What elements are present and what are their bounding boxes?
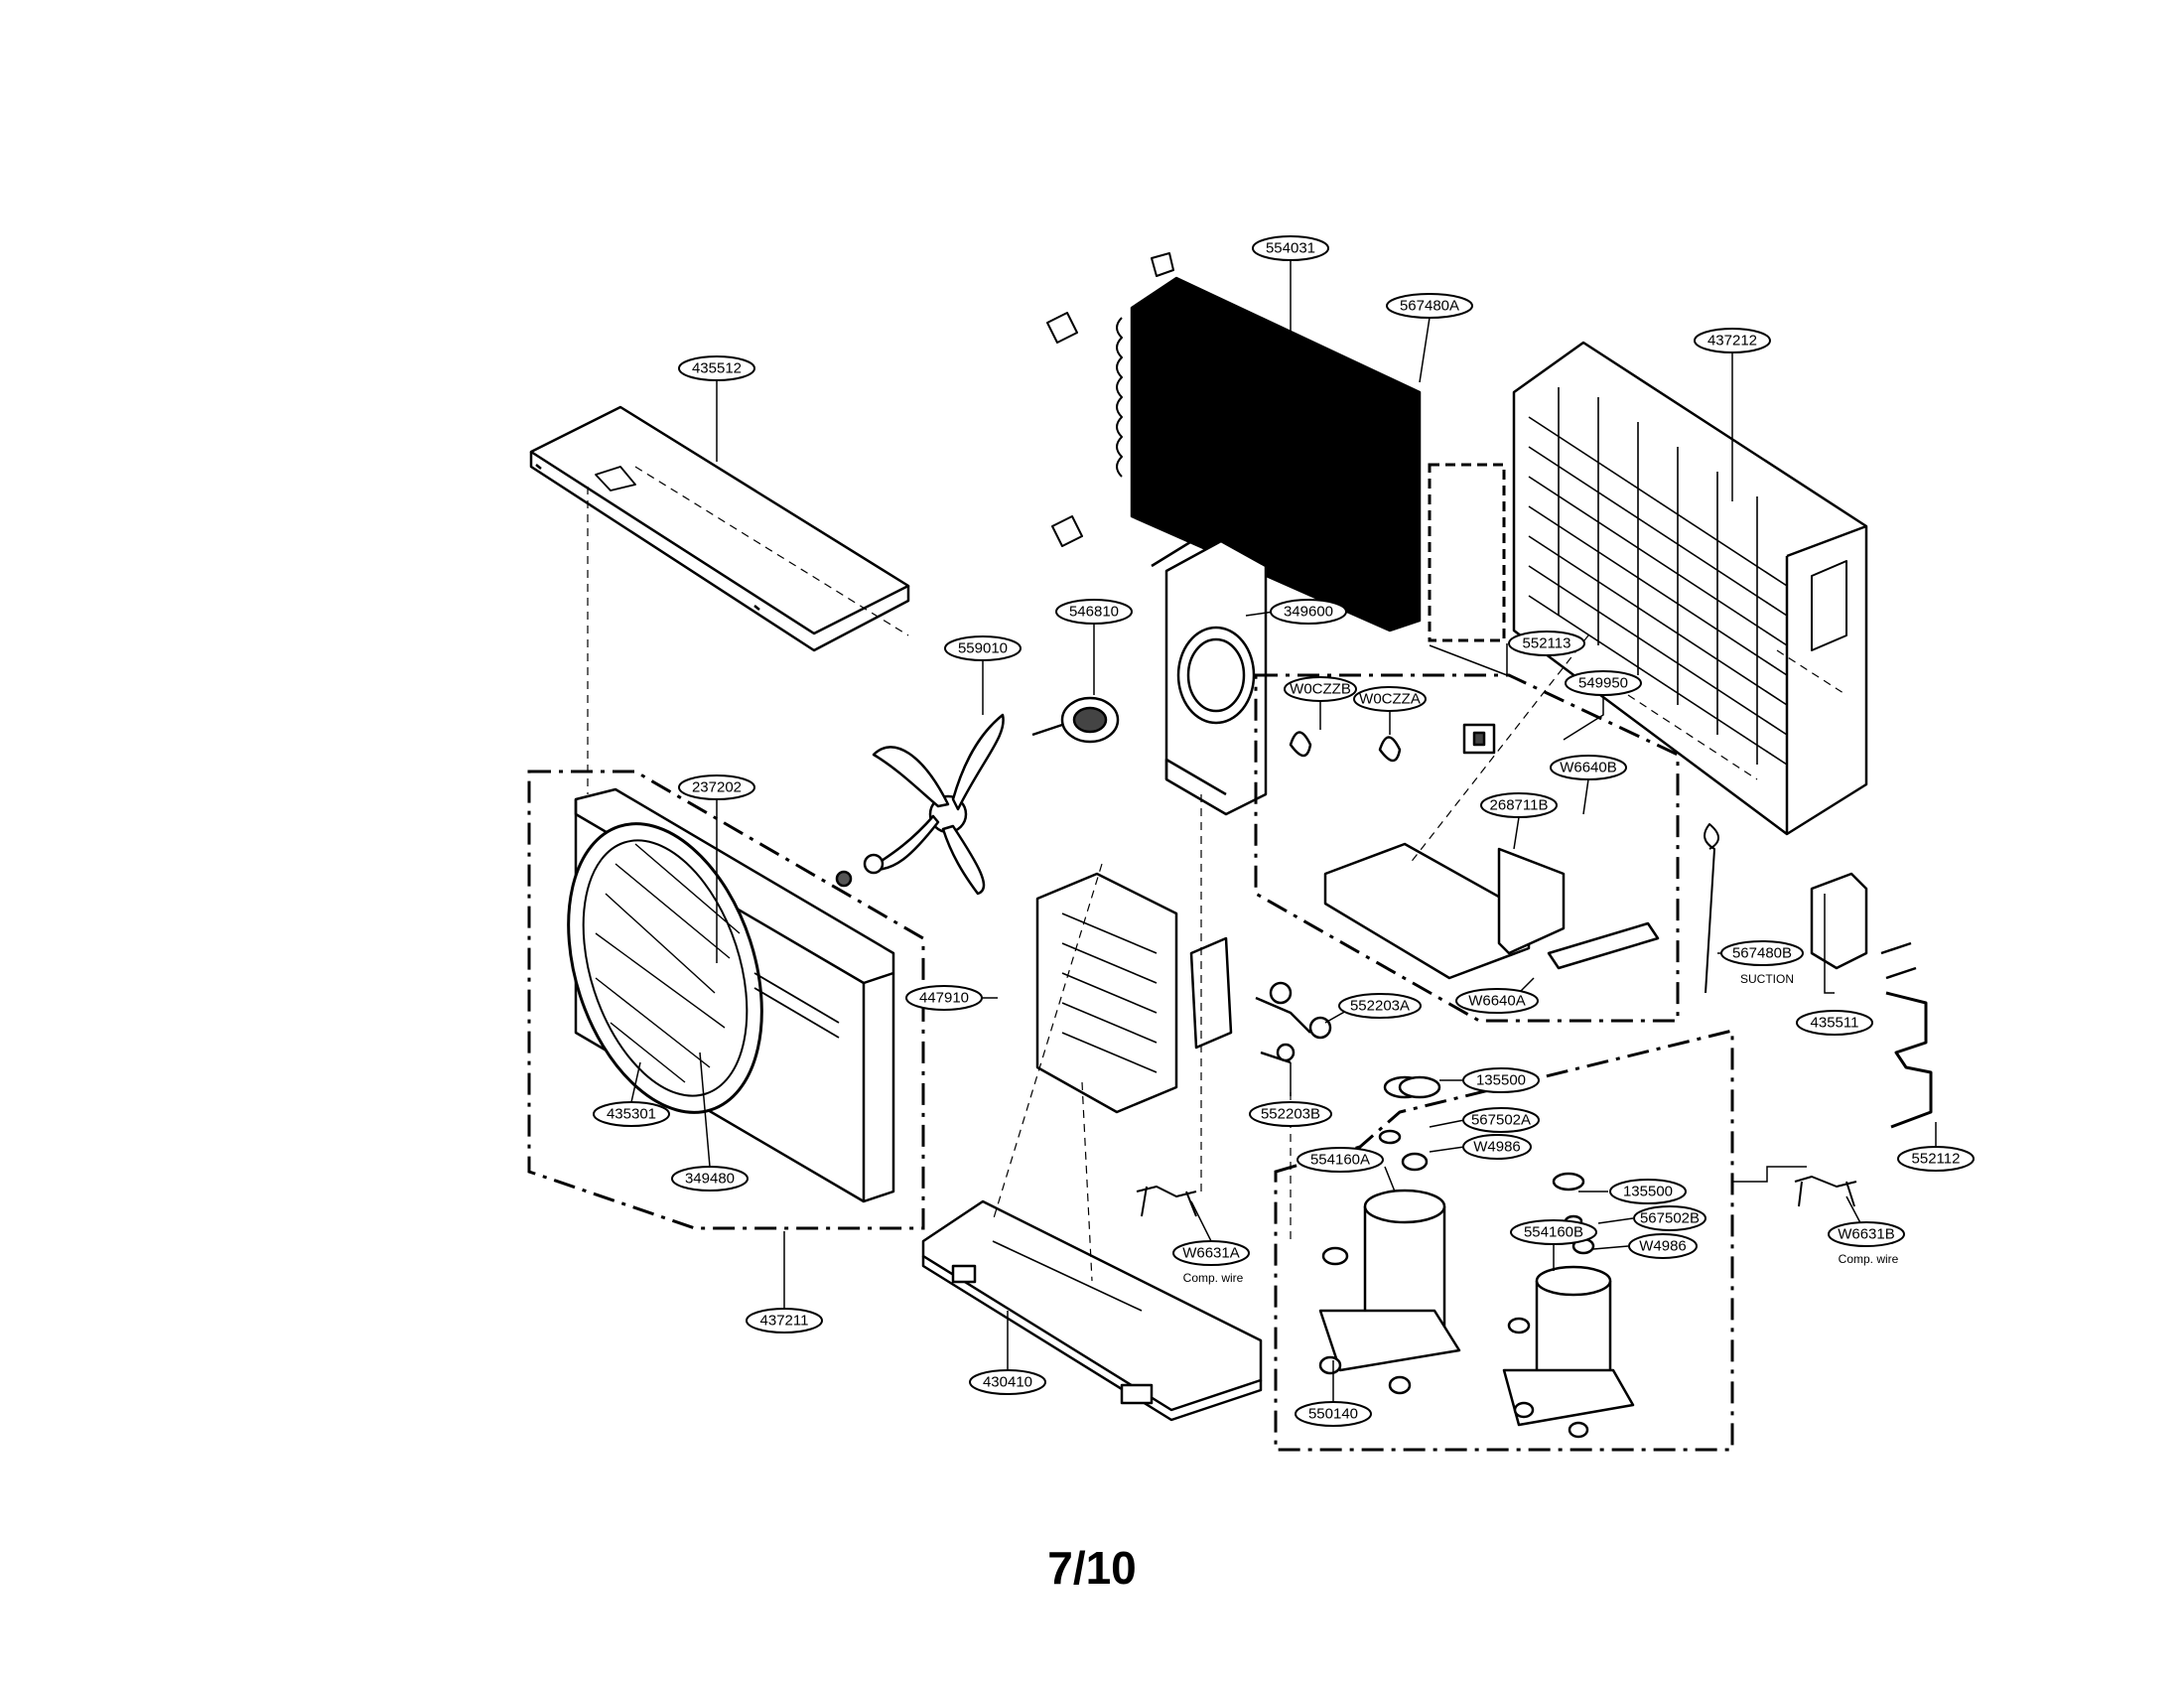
callout: 552112 xyxy=(1897,1146,1975,1172)
part-number-label: 567480A xyxy=(1400,298,1459,315)
callout: 559010 xyxy=(944,635,1022,661)
fan-drawing xyxy=(835,713,1005,896)
part-number-label: 549950 xyxy=(1578,675,1628,692)
comp-wire-b-note: Comp. wire xyxy=(1839,1252,1899,1266)
part-number-label: 268711B xyxy=(1490,797,1549,814)
callout: 552203A xyxy=(1338,993,1422,1019)
part-number-label: 554031 xyxy=(1266,240,1315,257)
leader-lines xyxy=(630,260,1937,1402)
part-number-label: 435512 xyxy=(692,360,742,377)
callout: 550140 xyxy=(1295,1401,1372,1427)
part-number-label: 546810 xyxy=(1069,604,1119,621)
callout: 135500 xyxy=(1609,1179,1687,1204)
part-number-label: 447910 xyxy=(919,990,969,1007)
callout: 554160A xyxy=(1297,1147,1384,1173)
part-number-label: 349480 xyxy=(685,1171,735,1188)
callout: W4986 xyxy=(1462,1134,1532,1160)
callout: 549950 xyxy=(1565,670,1642,696)
callout: 268711B xyxy=(1480,792,1558,818)
part-number-label: 567502B xyxy=(1640,1210,1700,1227)
callout: W6631A xyxy=(1172,1240,1250,1266)
part-callouts: 435512 554031 567480A 437212 552113 5590… xyxy=(593,235,1975,1427)
callout: 567480A xyxy=(1386,293,1473,319)
callout: 237202 xyxy=(678,774,755,800)
front-panel-drawing xyxy=(567,787,895,1203)
callout: W6631B xyxy=(1828,1221,1905,1247)
part-number-label: 135500 xyxy=(1623,1184,1673,1200)
part-number-label: 430410 xyxy=(983,1374,1032,1391)
part-number-label: 552113 xyxy=(1523,635,1571,652)
comp-wire-a-note: Comp. wire xyxy=(1183,1271,1244,1285)
compressor-a-drawing xyxy=(1318,1075,1461,1395)
callout: 567502B xyxy=(1633,1205,1706,1231)
part-number-label: W6631B xyxy=(1838,1226,1895,1243)
callout: 437211 xyxy=(746,1308,823,1333)
part-number-label: W6640A xyxy=(1468,993,1526,1010)
side-panel-drawing xyxy=(1810,872,1933,1129)
callout: 567480B xyxy=(1720,940,1804,966)
part-number-label: 554160B xyxy=(1524,1224,1583,1241)
callout: 349600 xyxy=(1270,599,1347,625)
control-box-drawing xyxy=(1289,723,1660,980)
part-number-label: 552112 xyxy=(1912,1151,1961,1168)
part-number-label: W0CZZB xyxy=(1290,681,1351,698)
base-pan-drawing xyxy=(921,1199,1263,1422)
part-number-label: 437211 xyxy=(760,1313,809,1330)
callout: 554031 xyxy=(1252,235,1329,261)
part-number-label: 559010 xyxy=(958,640,1008,657)
part-number-label: 437212 xyxy=(1707,333,1757,350)
callout: 435511 xyxy=(1796,1010,1873,1036)
part-number-label: 552203B xyxy=(1261,1106,1320,1123)
part-number-label: W4986 xyxy=(1473,1139,1521,1156)
line-art xyxy=(529,252,1933,1439)
callout: 435301 xyxy=(593,1101,670,1127)
motor-bracket-drawing xyxy=(1031,524,1272,816)
callout: 552113 xyxy=(1508,631,1585,656)
part-number-label: 435301 xyxy=(607,1106,656,1123)
callout: 435512 xyxy=(678,355,755,381)
callout: W6640A xyxy=(1455,988,1539,1014)
part-number-label: 135500 xyxy=(1476,1072,1526,1089)
page-number: 7/10 xyxy=(1047,1542,1137,1594)
callout: 349480 xyxy=(671,1166,749,1192)
partition-drawing xyxy=(1035,872,1233,1114)
wire-harness-drawing xyxy=(1136,823,1857,1217)
callout: 567502A xyxy=(1462,1107,1540,1133)
part-number-label: W0CZZA xyxy=(1359,691,1421,708)
callout: 437212 xyxy=(1694,328,1771,353)
part-number-label: 237202 xyxy=(692,779,742,796)
part-number-label: W6640B xyxy=(1560,760,1617,776)
callout: 135500 xyxy=(1462,1067,1540,1093)
assembly-boundaries xyxy=(527,463,1734,1452)
callout: W0CZZA xyxy=(1353,686,1427,712)
part-number-label: 435511 xyxy=(1811,1015,1859,1032)
callout: W0CZZB xyxy=(1284,676,1357,702)
callout: 447910 xyxy=(905,985,983,1011)
part-number-label: W4986 xyxy=(1639,1238,1687,1255)
callout: 430410 xyxy=(969,1369,1046,1395)
callout: W6640B xyxy=(1550,755,1627,780)
rear-grille-drawing xyxy=(1512,341,1868,836)
callout: W4986 xyxy=(1628,1233,1698,1259)
callout: 552203B xyxy=(1249,1101,1332,1127)
part-number-label: 554160A xyxy=(1310,1152,1370,1169)
dashed-leaders xyxy=(587,466,1847,1282)
part-number-label: 550140 xyxy=(1308,1406,1358,1423)
part-number-label: 567502A xyxy=(1471,1112,1531,1129)
compressor-b-drawing xyxy=(1502,1172,1635,1439)
part-number-label: 552203A xyxy=(1350,998,1410,1015)
condenser-coil-drawing xyxy=(1046,252,1422,632)
part-number-label: W6631A xyxy=(1182,1245,1240,1262)
callout: 546810 xyxy=(1055,599,1133,625)
part-number-label: 567480B xyxy=(1732,945,1792,962)
part-number-label: 349600 xyxy=(1284,604,1333,621)
valves-drawing xyxy=(1255,981,1332,1064)
callout: 554160B xyxy=(1510,1219,1597,1245)
suction-note: SUCTION xyxy=(1740,972,1794,986)
